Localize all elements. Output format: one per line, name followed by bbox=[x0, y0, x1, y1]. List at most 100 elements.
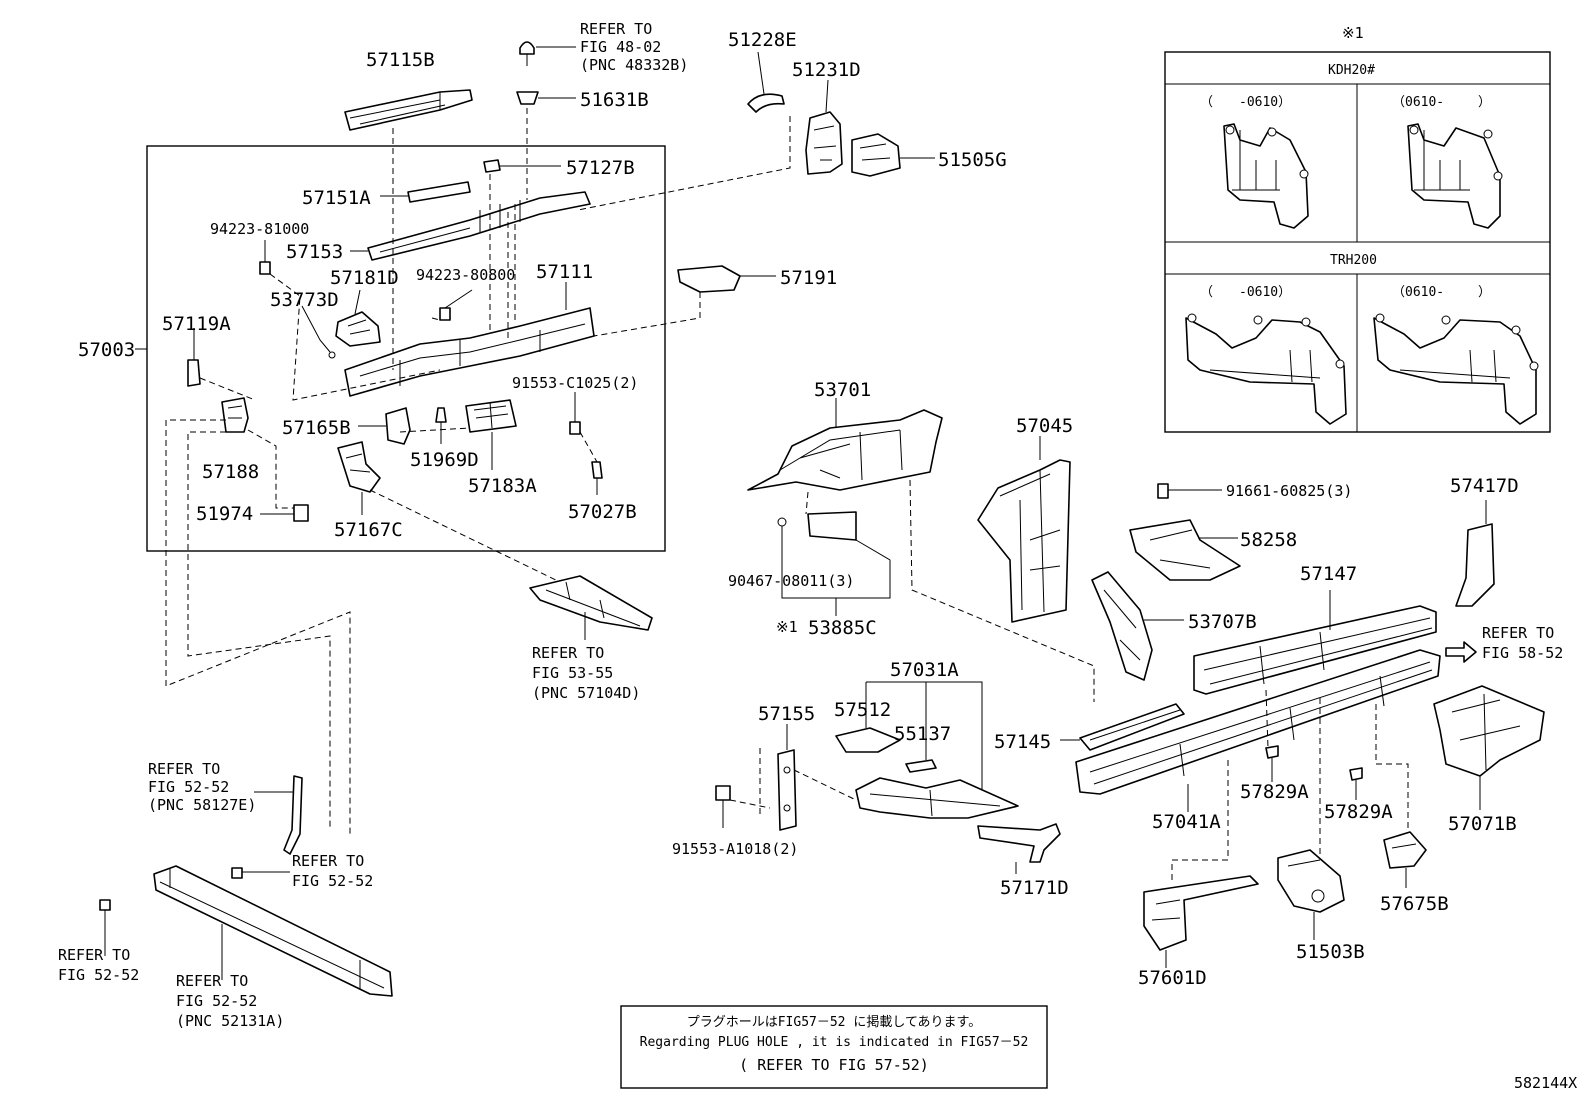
part-57115b-shape bbox=[344, 89, 473, 131]
label-53885c: 53885C bbox=[808, 617, 877, 639]
label-57145: 57145 bbox=[994, 731, 1051, 753]
inset-trh200-range-before: （ -0610） bbox=[1200, 285, 1291, 300]
ref-line: FIG 52-52 bbox=[176, 992, 257, 1010]
part-57191-shape bbox=[677, 265, 776, 293]
part-51503b-mount bbox=[1277, 849, 1345, 940]
inset-kdh20-range-before: （ -0610） bbox=[1200, 95, 1291, 110]
label-57165b: 57165B bbox=[282, 417, 351, 439]
part-51505g-shape bbox=[851, 133, 935, 177]
part-57145-rail bbox=[1060, 703, 1185, 751]
label-57601d: 57601D bbox=[1138, 967, 1207, 989]
part-53885c-shape bbox=[777, 511, 891, 599]
part-57829a-clip-2 bbox=[1349, 767, 1363, 800]
label-57045: 57045 bbox=[1016, 415, 1073, 437]
part-48332b-knob bbox=[519, 41, 576, 66]
inset-trh200-title: TRH200 bbox=[1330, 253, 1377, 268]
label-57188: 57188 bbox=[202, 461, 259, 483]
ref-line: REFER TO bbox=[292, 852, 364, 870]
part-57155-bracket bbox=[777, 724, 797, 831]
part-51231d-shape bbox=[805, 79, 843, 175]
part-57104d-brace bbox=[529, 575, 653, 640]
ref-line: FIG 52-52 bbox=[148, 778, 229, 796]
ref-line: (PNC 57104D) bbox=[532, 684, 640, 702]
label-57171d: 57171D bbox=[1000, 877, 1069, 899]
part-57181d-bracket bbox=[335, 289, 381, 347]
label-57003: 57003 bbox=[78, 339, 135, 361]
diagram-code: 582144X bbox=[1514, 1074, 1577, 1092]
label-58258: 58258 bbox=[1240, 529, 1297, 551]
inset-kdh20-after-shape bbox=[1407, 123, 1503, 229]
note-english: Regarding PLUG HOLE , it is indicated in… bbox=[640, 1035, 1029, 1050]
part-52-52-bolt-a bbox=[231, 867, 290, 879]
label-51974: 51974 bbox=[196, 503, 253, 525]
note-refer: ( REFER TO FIG 57-52) bbox=[739, 1056, 929, 1074]
ref-line: REFER TO bbox=[58, 946, 130, 964]
label-57041a: 57041A bbox=[1152, 811, 1221, 833]
ref-line: REFER TO bbox=[148, 760, 220, 778]
label-57181d: 57181D bbox=[330, 267, 399, 289]
inset-asterisk-mark: ※1 bbox=[1342, 24, 1364, 42]
part-57183a-bracket bbox=[465, 399, 517, 470]
label-55137: 55137 bbox=[894, 723, 951, 745]
label-53773d: 53773D bbox=[270, 289, 339, 311]
label-51505g: 51505G bbox=[938, 149, 1007, 171]
label-57031a: 57031A bbox=[890, 659, 959, 681]
label-94223-80800: 94223-80800 bbox=[416, 266, 515, 284]
part-57417d-bracket bbox=[1455, 500, 1495, 607]
part-58258-bracket bbox=[1129, 519, 1241, 581]
label-57167c: 57167C bbox=[334, 519, 403, 541]
label-57829a-2: 57829A bbox=[1324, 801, 1393, 823]
inset-kdh20-range-after: （0610- ） bbox=[1392, 95, 1491, 110]
part-57829a-clip-1 bbox=[1265, 745, 1279, 782]
plug-hole-note-box bbox=[620, 1005, 1048, 1089]
label-57155: 57155 bbox=[758, 703, 815, 725]
inset-trh200-after-shape bbox=[1373, 313, 1539, 425]
label-57147: 57147 bbox=[1300, 563, 1357, 585]
part-57031a-assembly bbox=[855, 777, 1019, 819]
ref-line: FIG 58-52 bbox=[1482, 644, 1563, 662]
part-53773d-clip bbox=[301, 305, 336, 359]
part-91661-60825-bolt bbox=[1157, 483, 1222, 499]
label-57119a: 57119A bbox=[162, 313, 231, 335]
label-51231d: 51231D bbox=[792, 59, 861, 81]
label-57027b: 57027B bbox=[568, 501, 637, 523]
inset-trh200-before-shape bbox=[1185, 313, 1347, 425]
part-52131a-reinforcement bbox=[153, 865, 393, 997]
ref-line: FIG 53-55 bbox=[532, 664, 613, 682]
label-91661-60825: 91661-60825(3) bbox=[1226, 482, 1352, 500]
part-57119a-bracket bbox=[187, 328, 201, 387]
part-57188-bracket bbox=[221, 397, 249, 433]
ref-line: FIG 48-02 bbox=[580, 38, 661, 56]
ref-fig-52-52-pnc-52131a: REFER TO FIG 52-52 (PNC 52131A) bbox=[176, 972, 284, 1030]
ref-fig-58-52: REFER TO FIG 58-52 bbox=[1482, 624, 1563, 662]
label-57829a-1: 57829A bbox=[1240, 781, 1309, 803]
ref-line: REFER TO bbox=[580, 20, 652, 38]
label-51631b: 51631B bbox=[580, 89, 649, 111]
part-94223-80800-nut bbox=[439, 289, 473, 321]
part-51631b-clip bbox=[516, 91, 576, 105]
part-53701-apron bbox=[747, 398, 943, 491]
label-53885c-group: ※1 53885C bbox=[776, 617, 877, 639]
ref-line: FIG 52-52 bbox=[292, 872, 373, 890]
ref-fig-48-02: REFER TO FIG 48-02 (PNC 48332B) bbox=[580, 20, 688, 74]
ref-line: REFER TO bbox=[176, 972, 248, 990]
part-57151a-shape bbox=[380, 181, 471, 203]
ref-fig-52-52-b: REFER TO FIG 52-52 bbox=[292, 852, 373, 890]
label-57151a: 57151A bbox=[302, 187, 371, 209]
label-94223-81000: 94223-81000 bbox=[210, 220, 309, 238]
inset-kdh20-title: KDH20# bbox=[1328, 63, 1375, 78]
part-91553-a1018-bolt bbox=[715, 785, 731, 828]
label-57417d: 57417D bbox=[1450, 475, 1519, 497]
part-91553-c1025-bolt bbox=[569, 392, 581, 435]
ref-line: (PNC 48332B) bbox=[580, 56, 688, 74]
part-55137-plate bbox=[905, 759, 937, 773]
part-57675b-bracket bbox=[1383, 831, 1427, 888]
part-57127b-shape bbox=[483, 159, 561, 173]
asterisk-mark: ※1 bbox=[776, 618, 798, 636]
label-91553-c1025: 91553-C1025(2) bbox=[512, 374, 638, 392]
note-japanese: プラグホールはFIG57－52 に掲載してあります。 bbox=[687, 1014, 982, 1030]
label-91553-a1018: 91553-A1018(2) bbox=[672, 840, 798, 858]
part-51228e-shape bbox=[747, 51, 785, 113]
part-57071b-shape bbox=[1433, 685, 1545, 810]
